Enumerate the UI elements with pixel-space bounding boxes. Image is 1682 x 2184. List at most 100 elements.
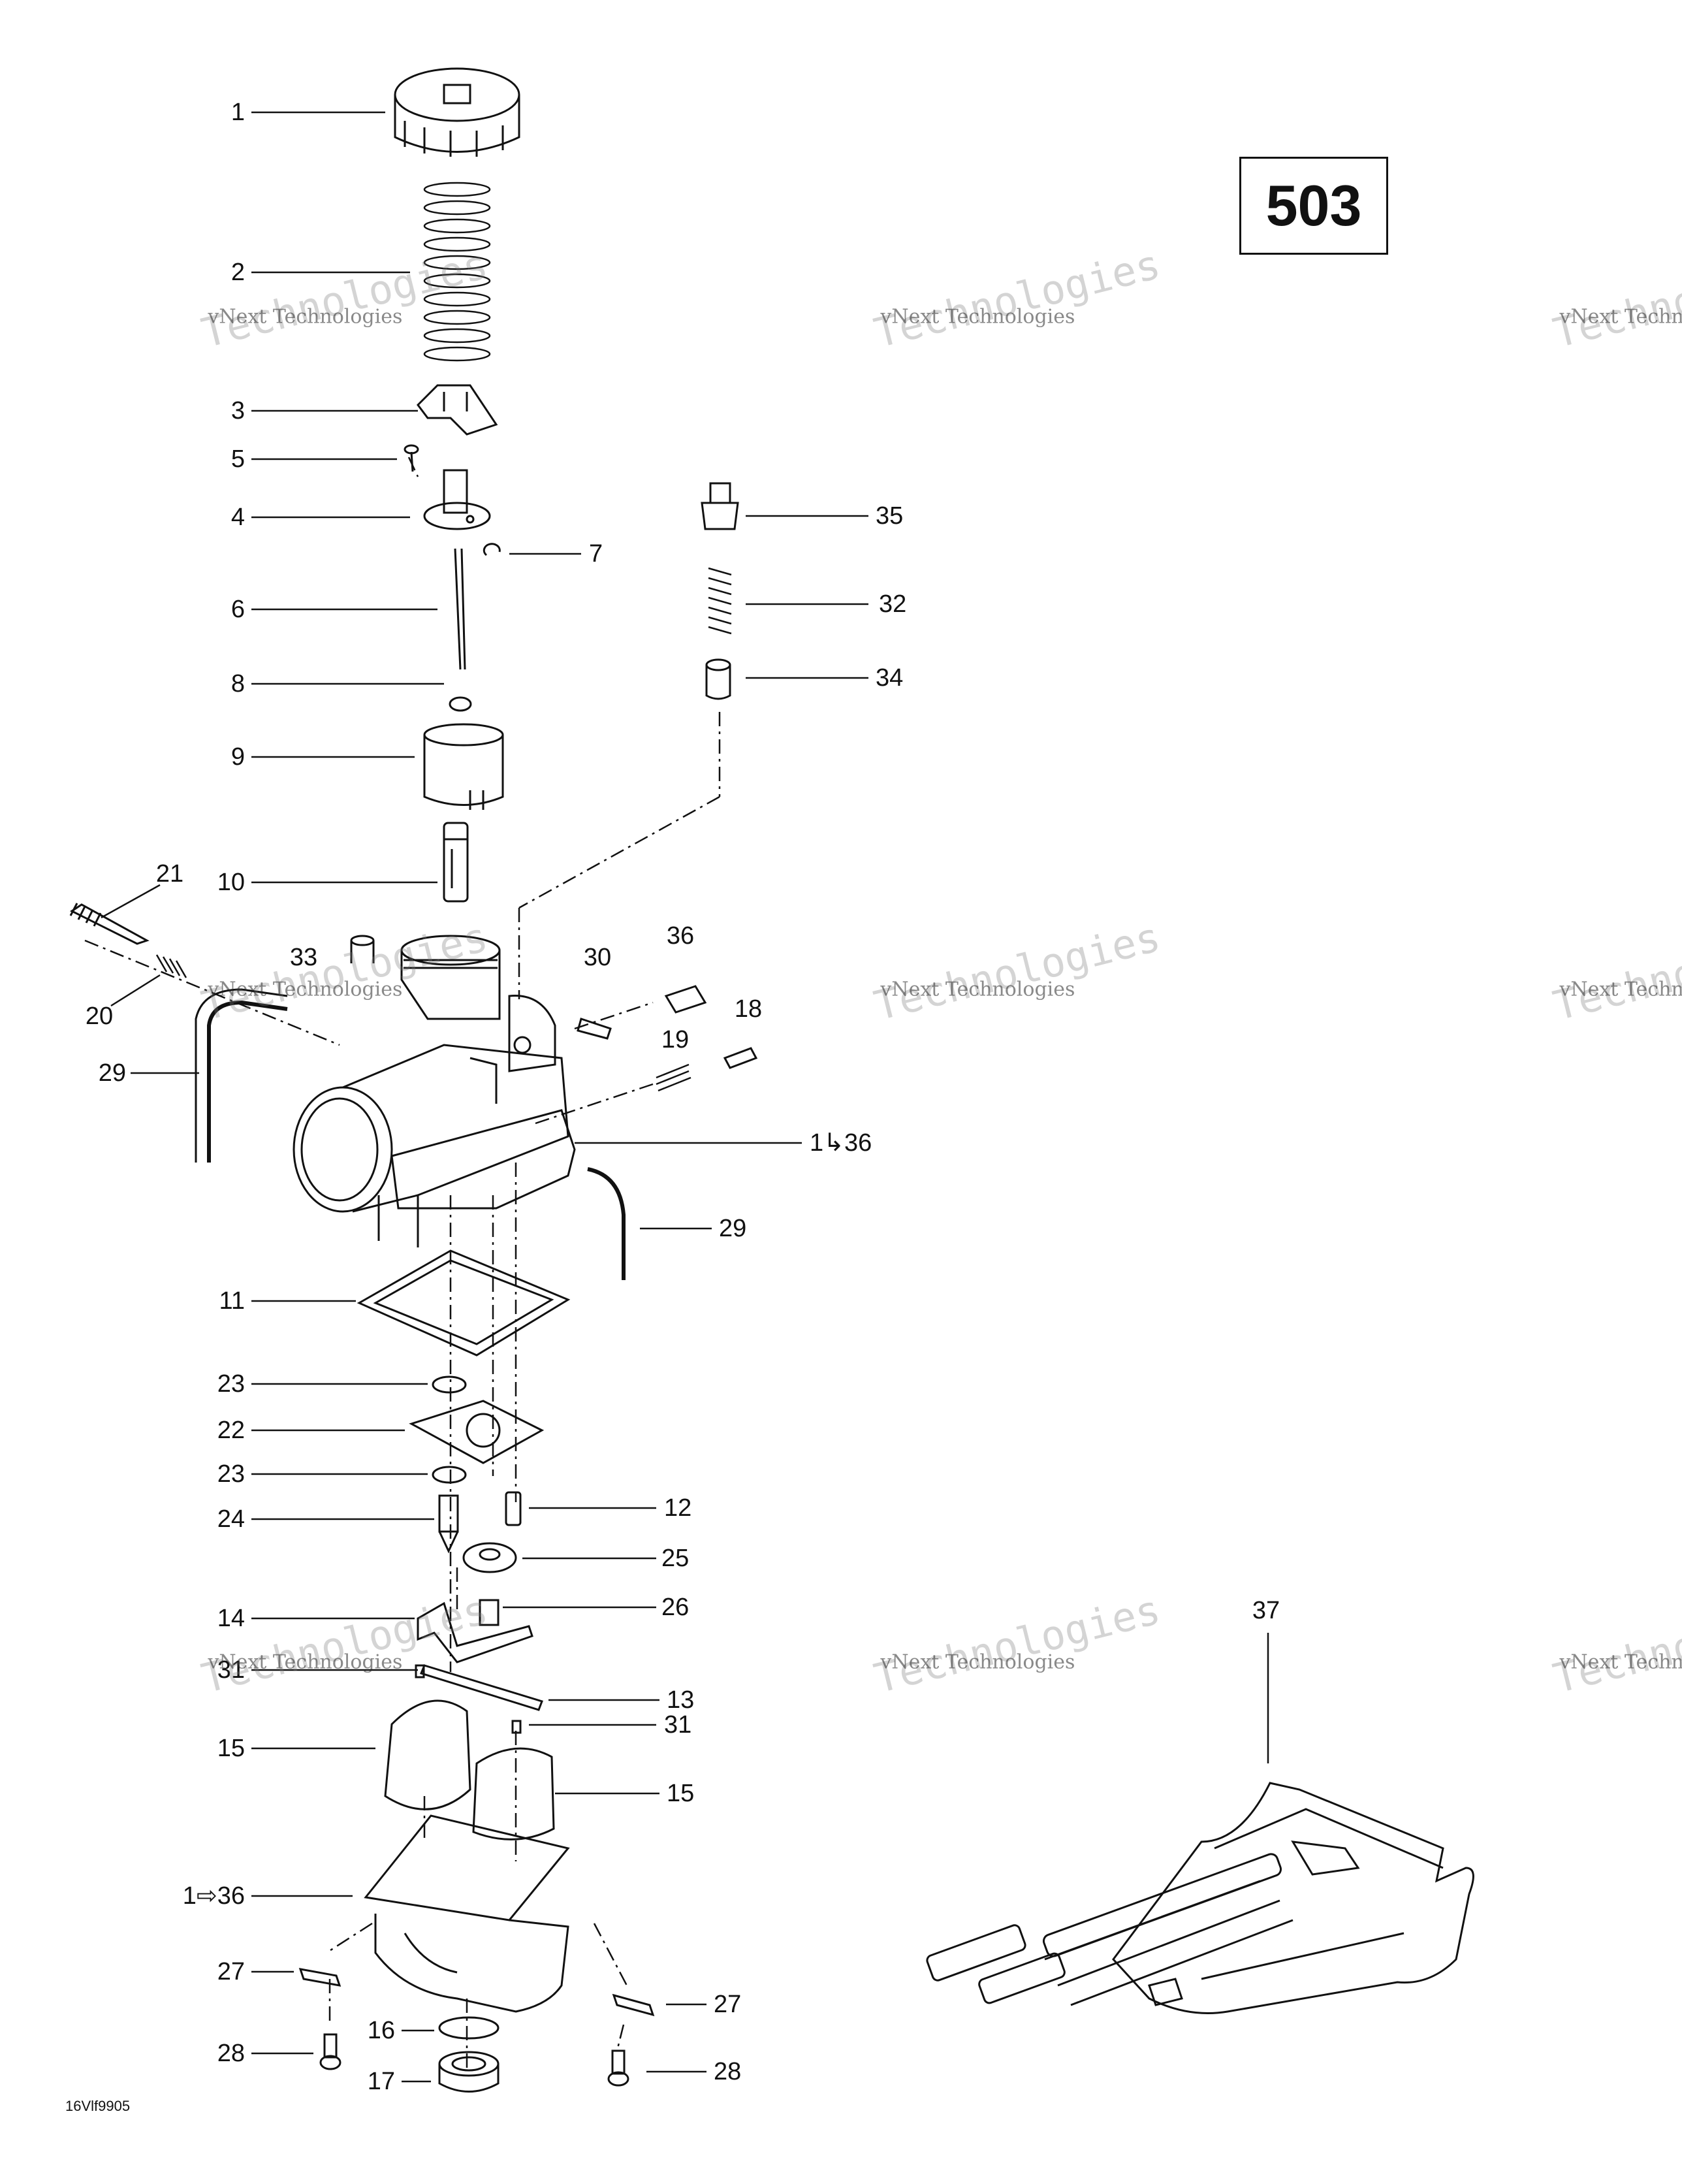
part-8-washer <box>449 696 472 712</box>
part-32-plunger-spring <box>708 567 732 635</box>
callout-c1to36a: 1↳36 <box>810 1129 872 1157</box>
part-3-plate <box>417 384 498 436</box>
callout-c33: 33 <box>289 944 318 971</box>
part-5-screw <box>404 444 419 472</box>
part-19-spring <box>656 1063 691 1092</box>
watermark-line1: vNext Technologies <box>1559 1650 1682 1674</box>
watermark-line1: vNext Technologies <box>1559 305 1682 329</box>
part-4-retainer <box>423 469 491 530</box>
part-22-plate <box>409 1400 545 1464</box>
part-27-clip-b <box>612 1993 655 2017</box>
callout-c3: 3 <box>230 397 245 425</box>
callout-c21: 21 <box>155 860 184 888</box>
watermark-line1: vNext Technologies <box>880 1650 1075 1674</box>
watermark-line1: vNext Technologies <box>208 978 403 1001</box>
part-23-o-ring-a <box>432 1375 467 1394</box>
callout-c8: 8 <box>230 670 245 698</box>
part-17-drain-plug <box>438 2051 500 2093</box>
callout-c23b: 23 <box>217 1460 245 1488</box>
callout-c14: 14 <box>217 1605 245 1632</box>
part-1-top-cap <box>394 67 520 157</box>
callout-c19: 19 <box>661 1026 690 1053</box>
callout-c29b: 29 <box>719 1215 747 1242</box>
carburetor-body <box>293 935 576 1247</box>
callout-c17: 17 <box>367 2068 395 2095</box>
callout-c32: 32 <box>879 590 907 618</box>
part-27-clip-a <box>298 1968 341 1987</box>
callout-c1to36b: 1⇨36 <box>182 1882 245 1910</box>
part-24-needle-valve <box>438 1494 459 1554</box>
part-36-plug <box>664 985 707 1014</box>
part-23-o-ring-b <box>432 1466 467 1484</box>
part-11-gasket <box>357 1249 571 1357</box>
callout-c4: 4 <box>230 504 245 531</box>
watermark-line1: vNext Technologies <box>208 305 403 329</box>
callout-c15b: 15 <box>667 1780 695 1807</box>
callout-c27a: 27 <box>217 1958 245 1985</box>
callout-c20: 20 <box>85 1003 114 1030</box>
part-35-plunger-nut <box>701 482 739 530</box>
watermark-line1: vNext Technologies <box>880 978 1075 1001</box>
part-21-air-screw <box>69 903 150 945</box>
part-6-needle <box>454 548 466 670</box>
page-number-badge: 503 <box>1239 157 1388 255</box>
watermark-line1: vNext Technologies <box>208 1650 403 1674</box>
callout-c27b: 27 <box>714 1991 742 2018</box>
float-bowl <box>364 1814 570 2013</box>
callout-c2: 2 <box>230 259 245 286</box>
part-28-screw-a <box>319 2033 341 2070</box>
part-15-float-b <box>472 1747 555 1840</box>
callout-c25: 25 <box>661 1545 690 1572</box>
part-31-screw-a <box>415 1664 425 1678</box>
part-37-tool-kit <box>926 1782 1474 2014</box>
part-7-clip <box>483 543 501 556</box>
callout-c6: 6 <box>230 596 245 623</box>
part-18-screw <box>723 1047 758 1069</box>
callout-c37: 37 <box>1252 1597 1280 1624</box>
callout-c18: 18 <box>734 995 763 1023</box>
part-12-pilot-jet <box>505 1491 522 1526</box>
callout-c26: 26 <box>661 1594 690 1621</box>
part-31-screw-b <box>511 1720 522 1734</box>
callout-c34: 34 <box>876 664 904 692</box>
callout-c28b: 28 <box>714 2058 742 2085</box>
callout-c12: 12 <box>664 1494 692 1522</box>
part-9-slide <box>423 723 504 810</box>
callout-c11: 11 <box>219 1287 245 1315</box>
part-30-screw <box>577 1018 612 1040</box>
callout-c23a: 23 <box>217 1370 245 1398</box>
part-15-float-a <box>384 1699 471 1810</box>
callout-c36: 36 <box>666 922 695 950</box>
part-28-screw-b <box>607 2049 629 2087</box>
part-33-cap <box>350 935 375 963</box>
callout-c5: 5 <box>230 445 245 473</box>
part-25-main-jet-holder <box>462 1542 517 1573</box>
leader-lines <box>101 111 1269 2083</box>
callout-c22: 22 <box>217 1417 245 1444</box>
callout-c1: 1 <box>230 99 245 126</box>
callout-c31a: 31 <box>217 1656 245 1684</box>
callout-c28a: 28 <box>217 2040 245 2067</box>
callout-c16: 16 <box>367 2017 395 2044</box>
callout-c29a: 29 <box>98 1059 126 1087</box>
part-16-o-ring <box>438 2016 500 2040</box>
part-20-spring <box>155 954 187 978</box>
callout-c31b: 31 <box>664 1711 692 1739</box>
watermark-line1: vNext Technologies <box>880 305 1075 329</box>
callout-c15a: 15 <box>217 1735 245 1762</box>
part-29-hose-left <box>195 988 288 1163</box>
callout-c10: 10 <box>217 869 245 896</box>
part-10-needle-jet <box>443 822 469 903</box>
callout-c30: 30 <box>583 944 612 971</box>
callout-c35: 35 <box>876 502 904 530</box>
watermark-line1: vNext Technologies <box>1559 978 1682 1001</box>
callout-c9: 9 <box>230 743 245 771</box>
part-2-spring <box>423 182 491 362</box>
callout-c7: 7 <box>589 540 603 568</box>
part-29-hose-right <box>587 1167 626 1280</box>
part-14-float-arm <box>417 1601 533 1663</box>
part-13-pin <box>419 1664 543 1711</box>
drawing-code: 16Vlf9905 <box>65 2098 131 2114</box>
part-26-main-jet <box>479 1599 500 1626</box>
